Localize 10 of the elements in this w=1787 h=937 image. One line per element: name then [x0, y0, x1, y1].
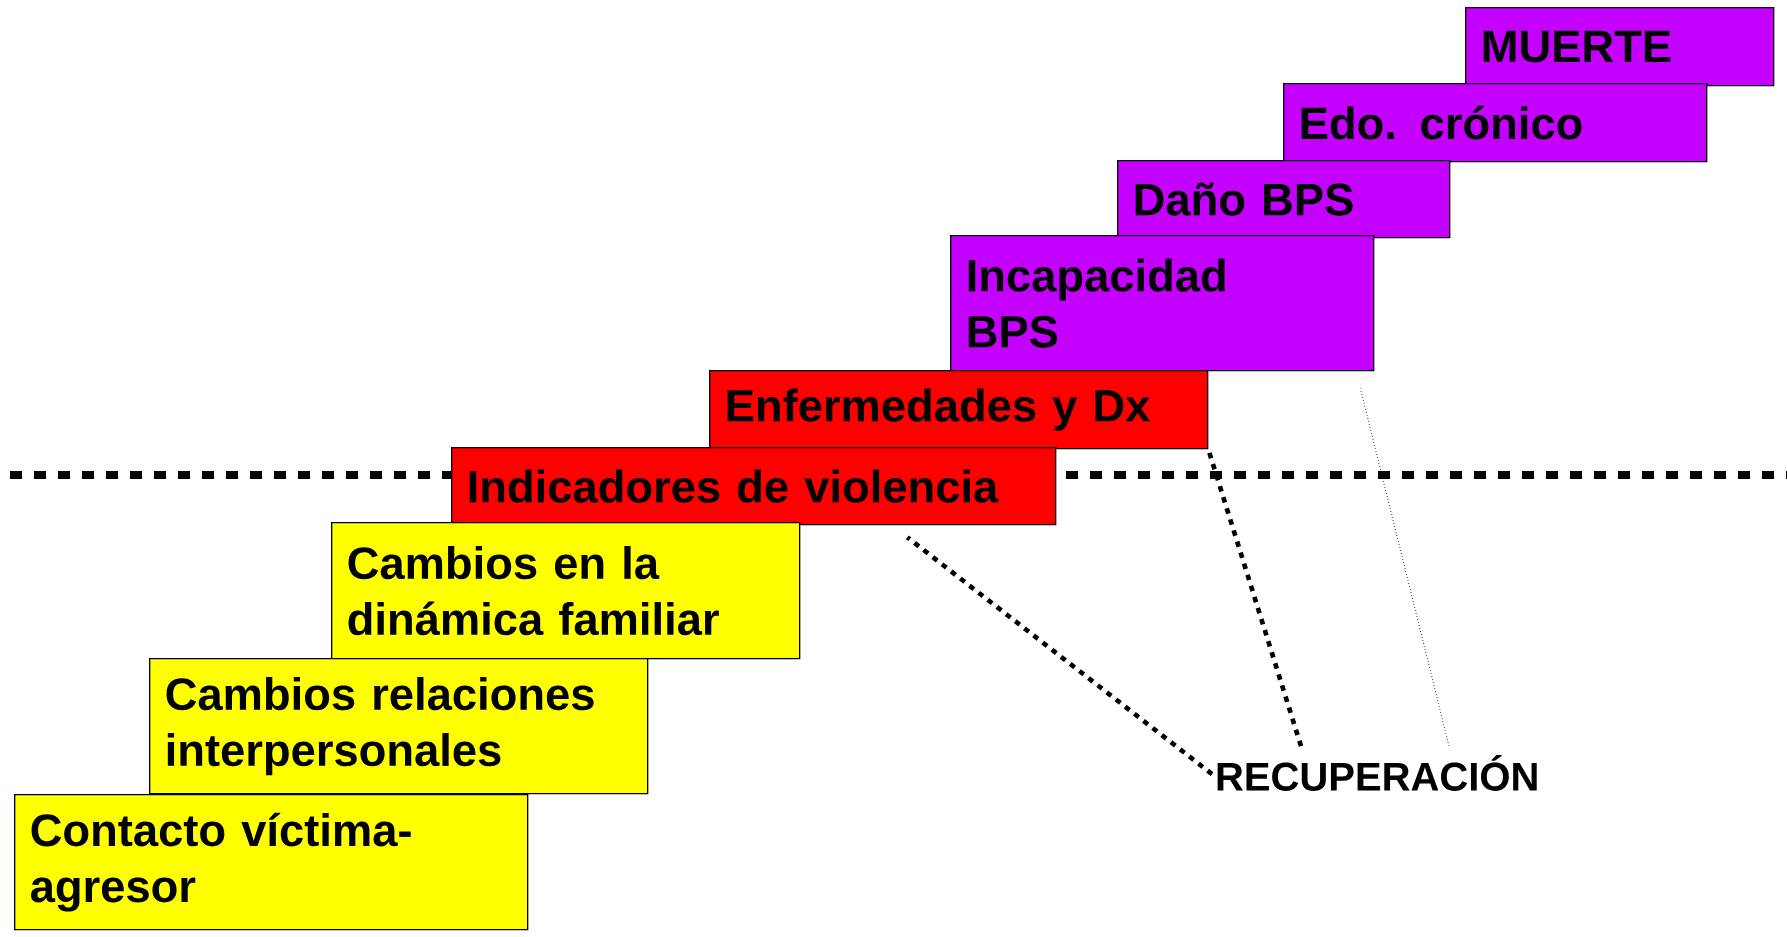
step-box: Cambios relaciones interpersonales: [149, 658, 649, 795]
outcome-label: RECUPERACIÓN: [1217, 755, 1537, 791]
step-box: Indicadores de violencia: [451, 447, 1057, 526]
step-box: Contacto víctima-agresor: [14, 794, 529, 931]
step-box: Cambios en la dinámica familiar: [331, 522, 801, 660]
dotted-line: [905, 535, 1214, 776]
step-box: Edo. crónico: [1283, 83, 1708, 163]
step-box: Enfermedades y Dx: [709, 370, 1209, 450]
step-box: Daño BPS: [1117, 160, 1451, 239]
step-box: MUERTE: [1465, 7, 1775, 87]
